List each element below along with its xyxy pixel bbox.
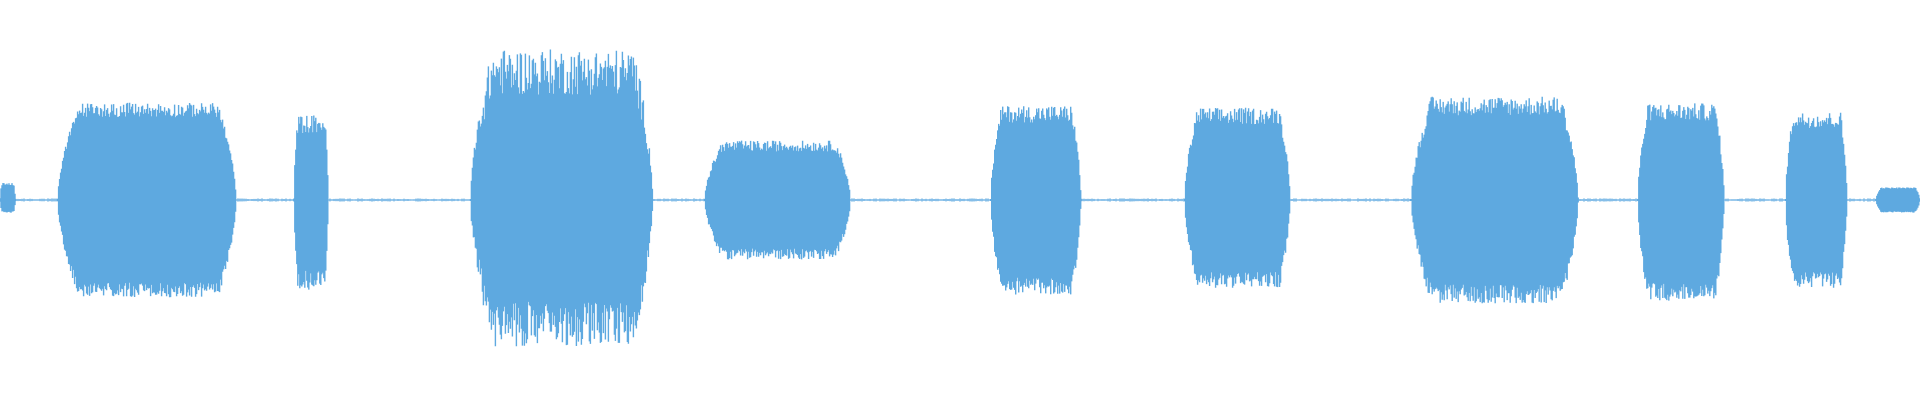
waveform-burst-6 [990,106,1082,295]
waveform-burst-11 [1875,187,1920,213]
waveform-burst-9 [1637,103,1725,301]
waveform-burst-5 [703,140,851,260]
waveform-burst-7 [1183,107,1291,288]
waveform-burst-10 [1784,112,1848,288]
waveform-burst-3 [293,115,329,290]
waveform-burst-1 [0,183,16,213]
waveform-bursts [0,49,1920,347]
waveform-burst-2 [56,102,237,298]
waveform-burst-8 [1410,96,1579,304]
waveform-burst-4 [469,49,654,347]
